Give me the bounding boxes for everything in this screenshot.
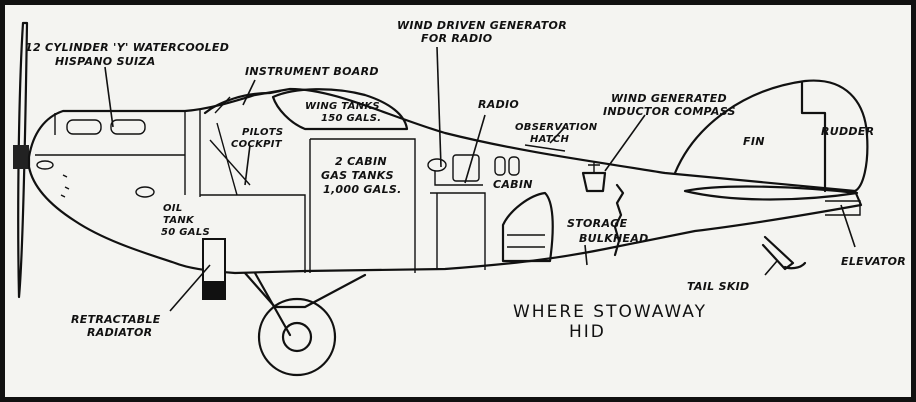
pilots-label-line2: COCKPIT [231,139,283,150]
landing-gear [243,271,367,377]
stowaway-label-line1: WHERE STOWAWAY [513,302,707,322]
pilots-label-line1: PILOTS [242,127,283,138]
radiator-label-line2: RADIATOR [87,326,152,339]
tail-skid-label: TAIL SKID [687,280,749,293]
leader-lines [104,46,856,312]
bulkhead-label: BULKHEAD [579,232,649,245]
observation-label-line1: OBSERVATION [515,122,598,133]
oil-tank-label-line2: TANK [163,215,195,226]
compass-label-line2: INDUCTOR COMPASS [603,105,736,118]
radio-label: RADIO [478,98,519,111]
oil-tank-label-line1: OIL [163,203,183,214]
wing-tanks-label-line1: WING TANKS [305,101,380,112]
rudder-label: RUDDER [821,125,874,138]
cabin-tanks-label-line1: 2 CABIN [335,155,387,168]
observation-label-line2: HATCH [530,134,570,145]
fin-label: FIN [743,135,765,148]
radiator-label-line1: RETRACTABLE [71,313,161,326]
airplane-drawing: 12 CYLINDER 'Y' WATERCOOLED HISPANO SUIZ… [13,19,906,377]
compass-label-line1: WIND GENERATED [611,92,727,105]
fuselage [27,79,869,275]
instrument-board-label: INSTRUMENT BOARD [245,65,379,78]
stowaway-label-line2: HID [569,322,606,342]
cabin-tanks-label-line3: 1,000 GALS. [323,183,402,196]
generator-label-line2: FOR RADIO [421,32,492,45]
elevator-label: ELEVATOR [841,255,906,268]
cabin-tanks-label-line2: GAS TANKS [321,169,394,182]
propeller [13,21,29,299]
oil-tank-label-line3: 50 GALS [161,227,210,238]
engine-label-line2: HISPANO SUIZA [55,55,156,68]
generator-label-line1: WIND DRIVEN GENERATOR [397,19,567,32]
wing-tanks-label-line2: 150 GALS. [321,113,381,124]
labels: 12 CYLINDER 'Y' WATERCOOLED HISPANO SUIZ… [25,19,906,342]
engine-label-line1: 12 CYLINDER 'Y' WATERCOOLED [25,41,229,54]
radiator [202,238,226,300]
cabin-label: CABIN [493,178,533,191]
storage-label: STORAGE [567,217,628,230]
